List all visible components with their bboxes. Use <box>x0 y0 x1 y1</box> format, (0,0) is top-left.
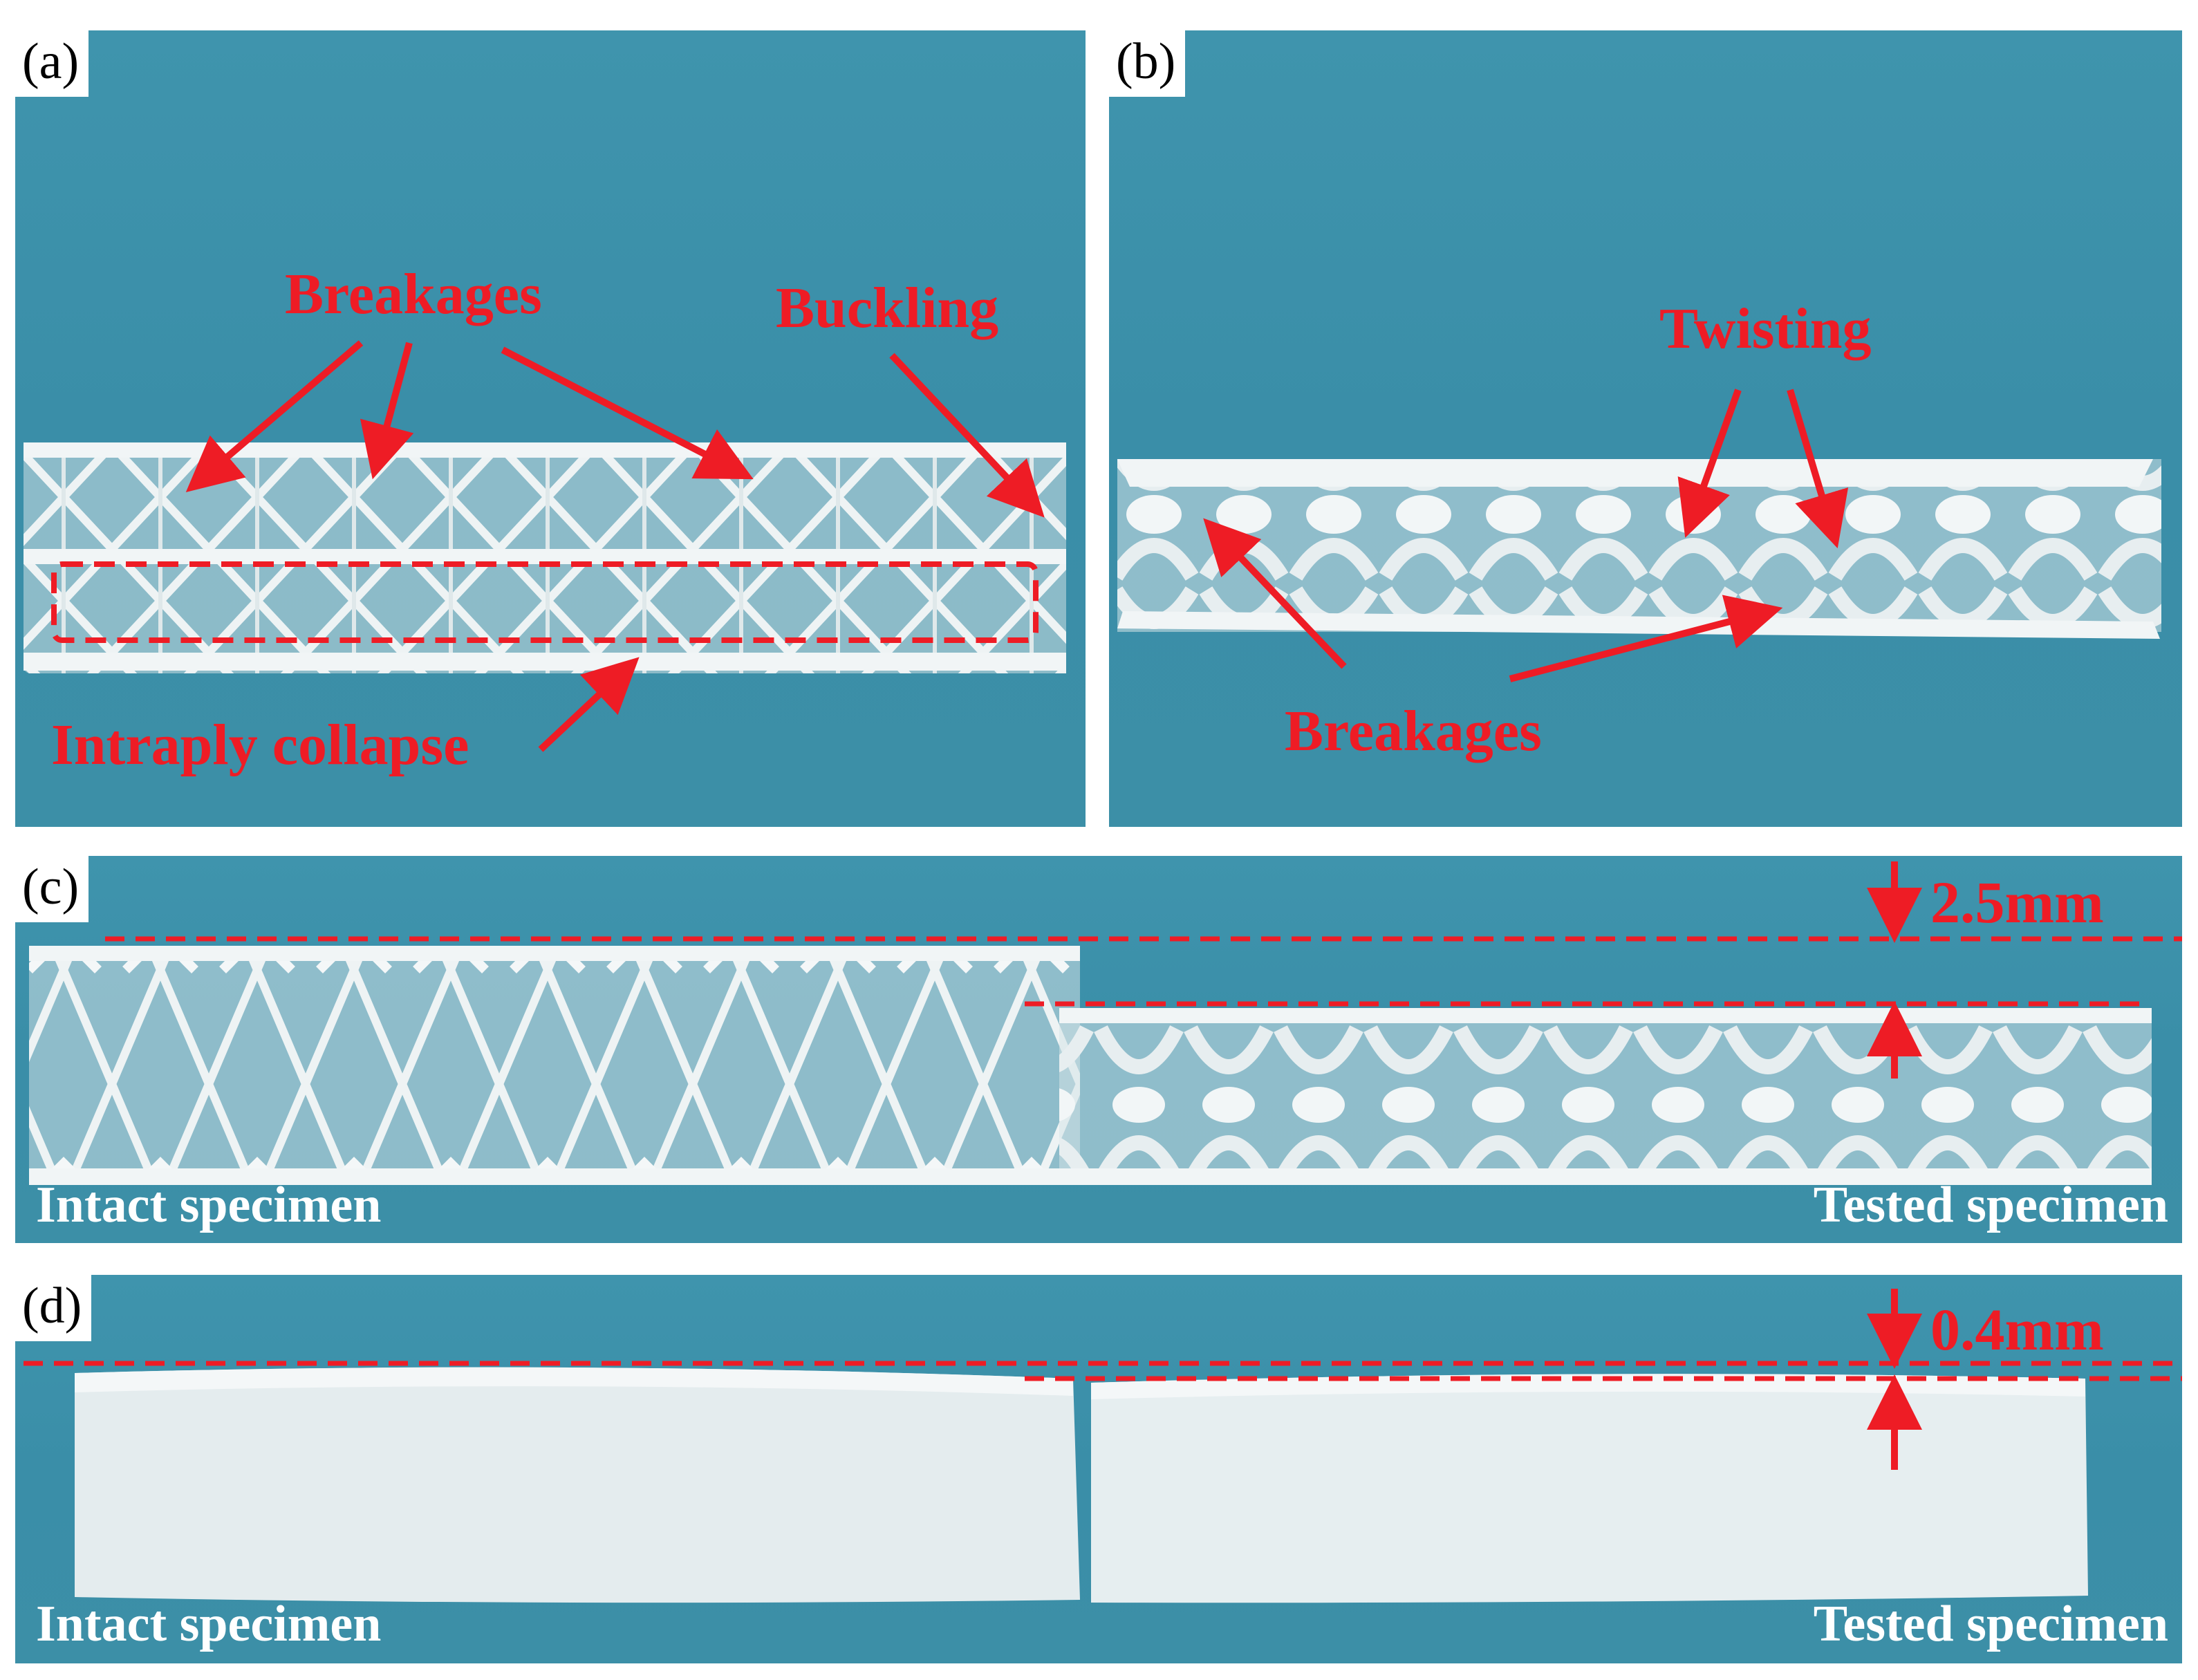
panel-d-photo <box>24 1289 2182 1603</box>
caption-intact-d: Intact specimen <box>36 1596 382 1652</box>
tested-solid-specimen-d <box>1091 1374 2088 1603</box>
panel-d: (d) 0.4mm Intact specimen Tested specime… <box>15 1275 2182 1663</box>
intact-solid-specimen-d <box>75 1367 1080 1603</box>
panel-label-b: (b) <box>1109 30 1186 97</box>
panel-label-c: (c) <box>15 856 89 922</box>
lattice-specimen-b <box>1117 459 2161 639</box>
panel-label-d: (d) <box>15 1275 92 1341</box>
label-buckling: Buckling <box>776 276 999 340</box>
panel-b-photo <box>1117 389 2161 682</box>
collapse-region-box <box>51 561 1039 643</box>
caption-tested-c: Tested specimen <box>1813 1177 2168 1233</box>
caption-tested-d: Tested specimen <box>1813 1596 2168 1652</box>
panel-a-photo <box>24 340 1066 752</box>
annotation-arrows-b <box>1203 389 1849 682</box>
label-intraply-collapse: Intraply collapse <box>51 713 469 777</box>
panel-c-photo <box>29 861 2182 1185</box>
panel-a: (a) Breakages Buckling Intraply collapse <box>15 30 1086 827</box>
panel-b: (b) Twisting Breakages <box>1109 30 2182 827</box>
caption-intact-c: Intact specimen <box>36 1177 382 1233</box>
dimension-lines-d <box>24 1361 2182 1381</box>
tested-lattice-specimen-c <box>1059 1008 2152 1185</box>
label-breakages-b: Breakages <box>1285 699 1542 763</box>
label-breakages-a: Breakages <box>285 262 542 326</box>
panel-c: (c) 2.5mm Intact specimen Tested specime… <box>15 856 2182 1243</box>
annotation-arrows-a <box>185 340 1045 752</box>
dimension-label-c: 2.5mm <box>1930 869 2104 935</box>
lattice-specimen-a <box>24 442 1066 673</box>
label-twisting: Twisting <box>1659 297 1872 361</box>
panel-label-a: (a) <box>15 30 89 97</box>
intact-lattice-specimen-c <box>29 946 1080 1185</box>
dimension-lines-c <box>105 936 2182 1007</box>
dimension-label-d: 0.4mm <box>1930 1296 2104 1363</box>
